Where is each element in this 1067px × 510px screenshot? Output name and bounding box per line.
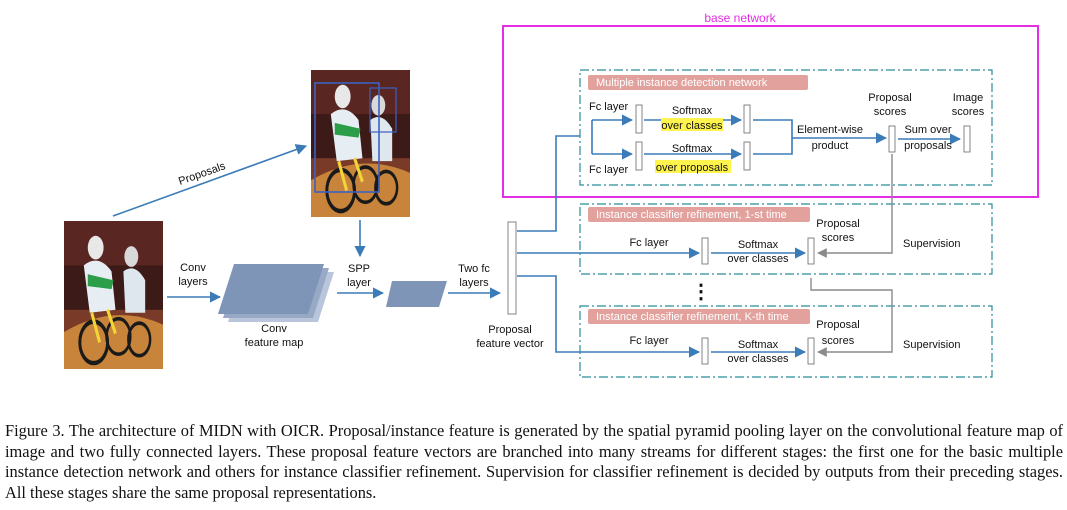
- refine-1-softmax-1: Softmax: [738, 239, 779, 251]
- conv-layers-label-2: layers: [178, 276, 208, 288]
- softmax-proposals-label-1: Softmax: [672, 143, 713, 155]
- input-image: [64, 221, 163, 369]
- midn-title-pill: [588, 75, 808, 90]
- refine-1-fc-vector: [701, 237, 709, 265]
- refine-k-proposal-scores-1: Proposal: [816, 319, 859, 331]
- ellipsis: ⋮: [691, 281, 711, 303]
- branch-to-midn: [517, 135, 580, 232]
- refine-k-fc-layer: Fc layer: [629, 335, 668, 347]
- conv-layers-label-1: Conv: [180, 262, 206, 274]
- midn-proposal-scores-vector: [888, 125, 896, 153]
- conv-feature-map: [218, 264, 334, 322]
- softmax-classes-label-2: over classes: [661, 120, 723, 132]
- refine-1-fc-layer: Fc layer: [629, 237, 668, 249]
- softmax-classes-label-1: Softmax: [672, 105, 713, 117]
- midn-proposal-scores-1: Proposal: [868, 92, 911, 104]
- proposal-box-1: [314, 82, 380, 193]
- branch-to-refine-k: [517, 275, 701, 358]
- midn-fc-layer-top: Fc layer: [589, 101, 628, 113]
- spp-label-1: SPP: [348, 263, 370, 275]
- softmax-proposals-vector: [743, 141, 751, 171]
- conv-feature-map-label-2: feature map: [245, 337, 304, 349]
- refine-k-title: Instance classifier refinement, K-th tim…: [596, 311, 789, 323]
- sum-over-label-2: proposals: [904, 140, 952, 152]
- refine-k-proposal-scores-2: scores: [822, 335, 855, 347]
- base-network-box: [502, 25, 1039, 198]
- highlight-proposals: [655, 160, 731, 173]
- feature-vector-label-2: feature vector: [476, 338, 544, 350]
- midn-fc-bottom-vector: [635, 141, 643, 171]
- base-network-label: base network: [704, 11, 776, 25]
- refine-k-fc-vector: [701, 337, 709, 365]
- two-fc-label-2: layers: [459, 277, 489, 289]
- midn-fc-top-vector: [635, 104, 643, 134]
- image-scores-label-2: scores: [952, 106, 985, 118]
- midn-title: Multiple instance detection network: [596, 77, 768, 89]
- element-wise-label-1: Element-wise: [797, 124, 863, 136]
- refine-k-title-pill: [588, 309, 810, 324]
- refine-1-title-pill: [588, 207, 810, 222]
- refine-1-proposal-scores-2: scores: [822, 232, 855, 244]
- refine-k-scores-vector: [807, 337, 815, 365]
- refine-k-softmax-1: Softmax: [738, 339, 779, 351]
- image-scores-label-1: Image: [953, 92, 984, 104]
- feature-vector-label-1: Proposal: [488, 324, 531, 336]
- spp-label-2: layer: [347, 277, 371, 289]
- refine-1-box: [579, 203, 993, 275]
- element-wise-join: [753, 119, 793, 155]
- figure-caption: Figure 3. The architecture of MIDN with …: [5, 421, 1063, 502]
- proposal-feature-vector: [507, 221, 517, 315]
- softmax-classes-vector: [743, 104, 751, 134]
- architecture-diagram: base network Proposals Conv layers Conv …: [0, 11, 1039, 378]
- image-scores-vector: [963, 125, 971, 153]
- sum-over-label-1: Sum over: [904, 124, 951, 136]
- conv-feature-map-label-1: Conv: [261, 323, 287, 335]
- two-fc-label-1: Two fc: [458, 263, 490, 275]
- refine-k-box: [579, 305, 993, 378]
- refine-1-title: Instance classifier refinement, 1-st tim…: [596, 209, 787, 221]
- refine-1-scores-vector: [807, 237, 815, 265]
- supervision-1-arrow: [817, 154, 893, 258]
- softmax-proposals-label-2: over proposals: [656, 162, 729, 174]
- midn-fc-layer-bottom: Fc layer: [589, 164, 628, 176]
- highlight-classes: [661, 118, 723, 131]
- refine-k-softmax-2: over classes: [727, 353, 789, 365]
- supervision-k-arrow: [810, 278, 893, 357]
- proposal-box-2: [369, 87, 397, 133]
- refine-1-supervision: Supervision: [903, 238, 960, 250]
- refine-1-softmax-2: over classes: [727, 253, 789, 265]
- spp-output: [386, 281, 447, 307]
- proposal-image: [311, 70, 410, 217]
- midn-box: [579, 69, 993, 186]
- proposals-arrow: [112, 144, 308, 217]
- refine-1-proposal-scores-1: Proposal: [816, 218, 859, 230]
- refine-k-supervision: Supervision: [903, 339, 960, 351]
- midn-proposal-scores-2: scores: [874, 106, 907, 118]
- element-wise-label-2: product: [812, 140, 849, 152]
